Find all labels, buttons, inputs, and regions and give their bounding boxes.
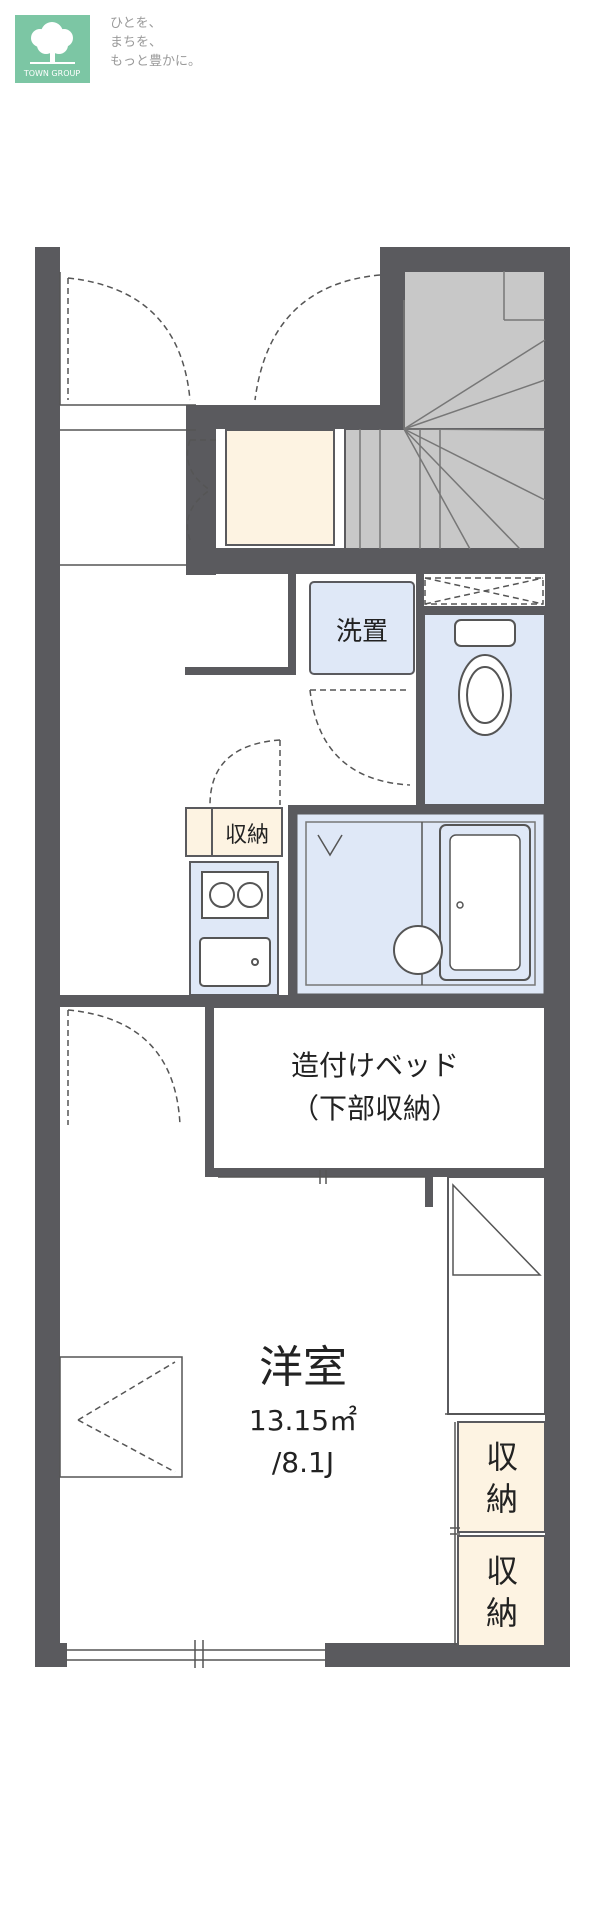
- stove-icon: [201, 871, 269, 919]
- logo-tagline: ひとを、 まちを、 もっと豊かに。: [110, 14, 201, 71]
- toilet-icon: [454, 619, 516, 736]
- bathroom: [294, 811, 547, 997]
- main-room-area: 13.15㎡: [249, 1404, 357, 1437]
- door-swings: [209, 689, 411, 806]
- small-storage: 収納: [185, 807, 283, 857]
- outer-walls: [35, 247, 570, 1667]
- shoe-storage: [186, 429, 335, 546]
- tagline-line-3: もっと豊かに。: [110, 54, 202, 69]
- washbasin-icon: [393, 925, 443, 975]
- cross-box: [424, 577, 544, 605]
- closet1-label-b: 納: [486, 1480, 518, 1518]
- main-room-label: 洋室: [259, 1342, 347, 1393]
- laundry-space: 洗置: [309, 581, 415, 675]
- interior-walls: [60, 405, 546, 1207]
- window-bottom: [66, 1640, 325, 1668]
- tree-icon: [30, 22, 75, 64]
- window-left: [59, 1356, 183, 1478]
- tagline-line-2: まちを、: [110, 35, 163, 50]
- town-group-logo: TOWN GROUP: [15, 15, 90, 83]
- bed-rail: [218, 1170, 425, 1184]
- right-closets: 収 納 収 納: [445, 1176, 546, 1647]
- built-in-bed: 造付けベッド （下部収納）: [67, 1006, 546, 1170]
- staircase: [344, 270, 546, 550]
- laundry-label: 洗置: [336, 617, 388, 647]
- entrance-door: [59, 272, 381, 566]
- main-room: 洋室 13.15㎡ /8.1J: [59, 1170, 425, 1668]
- kitchen: [189, 861, 279, 996]
- small-storage-label: 収納: [225, 823, 269, 848]
- closet2-label-a: 収: [486, 1552, 518, 1590]
- logo-name: TOWN GROUP: [23, 69, 81, 78]
- sink-icon: [199, 937, 271, 987]
- bed-label-line1: 造付けベッド: [291, 1049, 459, 1082]
- tagline-line-1: ひとを、: [110, 16, 162, 31]
- bed-label-line2: （下部収納）: [291, 1092, 459, 1125]
- closet1-label-a: 収: [486, 1438, 518, 1476]
- closet2-label-b: 納: [486, 1594, 518, 1632]
- toilet-room: [423, 613, 546, 806]
- main-room-size: /8.1J: [272, 1446, 334, 1479]
